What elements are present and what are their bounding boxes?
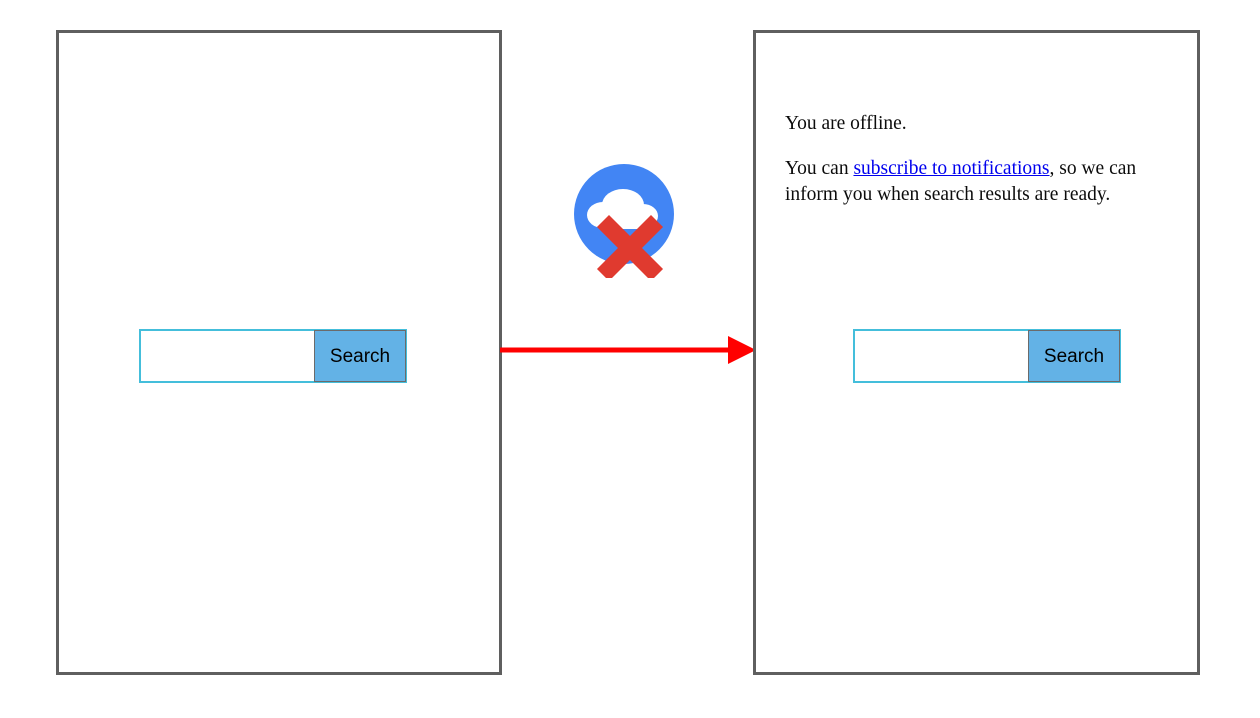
after-state-panel: You are offline. You can subscribe to no… bbox=[753, 30, 1200, 675]
search-widget-after[interactable]: Search bbox=[853, 329, 1121, 383]
offline-message-block: You are offline. You can subscribe to no… bbox=[785, 111, 1178, 208]
error-x-mark bbox=[596, 214, 664, 282]
search-button-before[interactable]: Search bbox=[314, 330, 406, 382]
search-button-after[interactable]: Search bbox=[1028, 330, 1120, 382]
instruction-suffix: , so we can inform you when search resul… bbox=[785, 158, 1137, 206]
search-input-after[interactable] bbox=[855, 331, 1028, 381]
offline-instruction-line: You can subscribe to notifications, so w… bbox=[785, 156, 1178, 208]
cloud-offline-icon bbox=[574, 164, 674, 282]
subscribe-to-notifications-link[interactable]: subscribe to notifications bbox=[853, 158, 1050, 180]
search-input-before[interactable] bbox=[141, 331, 314, 381]
flow-arrow bbox=[500, 328, 756, 372]
flow-arrow-icon bbox=[500, 336, 756, 364]
offline-status-line: You are offline. bbox=[785, 113, 907, 134]
instruction-prefix: You can bbox=[785, 158, 854, 180]
offline-cloud-icon bbox=[573, 163, 683, 282]
search-widget-before[interactable]: Search bbox=[139, 329, 407, 383]
before-state-panel: Search bbox=[56, 30, 502, 675]
